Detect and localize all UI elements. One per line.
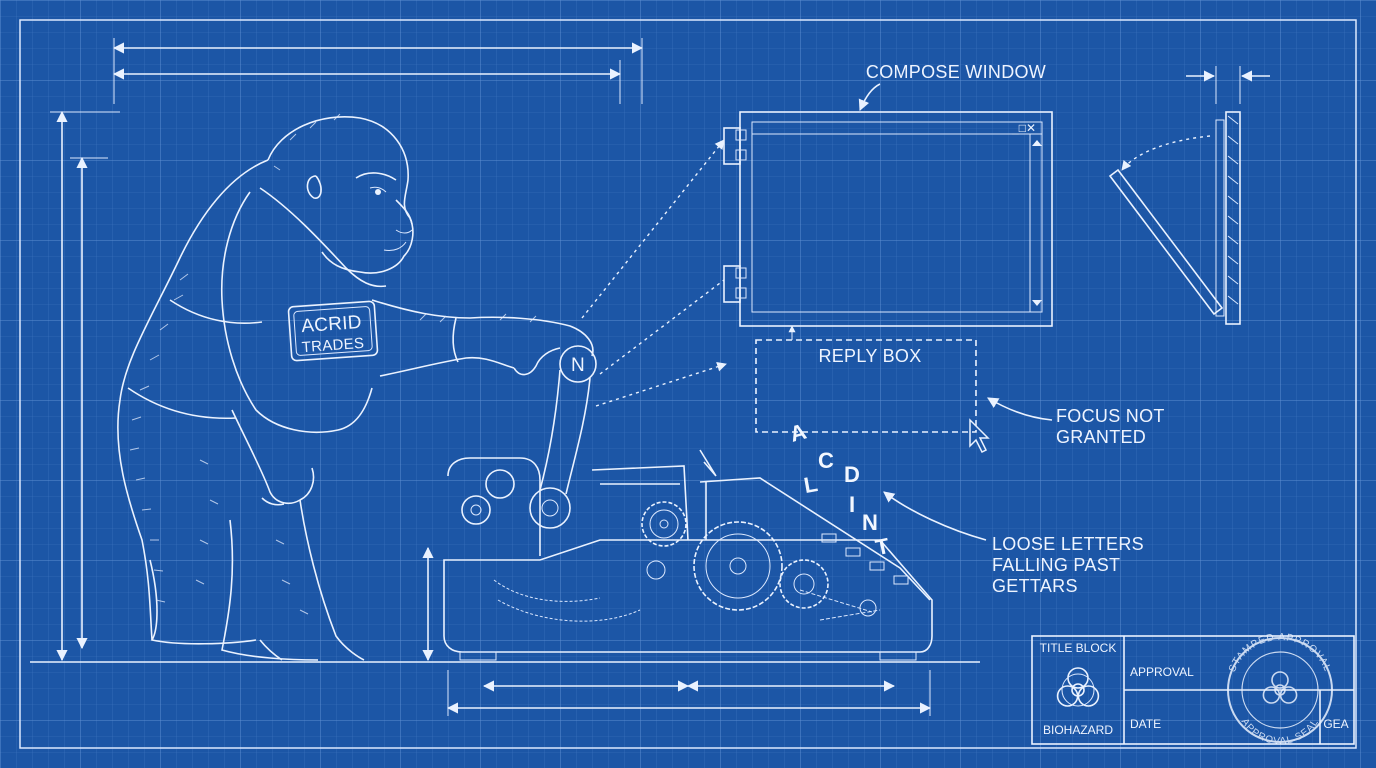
- reply-box: REPLY BOX FOCUS NOT GRANTED: [755, 325, 1165, 454]
- biohazard-label: BIOHAZARD: [1043, 723, 1113, 737]
- typewriter-illustration: N: [443, 345, 933, 661]
- corner-code: GEA: [1323, 717, 1348, 731]
- dotted-guides: [581, 139, 727, 407]
- gorilla-illustration: ACRID TRADES: [117, 113, 594, 661]
- loose-callout-line-3: GETTARS: [992, 576, 1078, 596]
- title-block-label: TITLE BLOCK: [1040, 641, 1117, 655]
- falling-letter: C: [818, 448, 834, 473]
- left-dimension-lines: [30, 110, 980, 663]
- falling-letter: N: [862, 510, 878, 535]
- sheet-border: [19, 19, 1357, 749]
- side-view-detail: [1108, 66, 1270, 325]
- key-cap-letter: N: [571, 355, 585, 376]
- compose-window: _□✕ COMPOSE WINDOW: [723, 62, 1053, 327]
- badge-line-1: ACRID: [301, 312, 363, 337]
- falling-letter: L: [802, 471, 820, 498]
- mouse-pointer-icon: [969, 418, 990, 454]
- loose-letters-callout: LOOSE LETTERS FALLING PAST GETTARS: [883, 491, 1144, 596]
- falling-letter: D: [844, 462, 860, 487]
- focus-callout-line-1: FOCUS NOT: [1056, 406, 1165, 426]
- top-dimension-lines: [112, 38, 644, 104]
- compose-window-label: COMPOSE WINDOW: [866, 62, 1046, 82]
- falling-letter: A: [787, 419, 809, 447]
- falling-letter: T: [873, 533, 892, 560]
- acrid-trades-badge: [287, 300, 379, 362]
- window-controls: _□✕: [1011, 121, 1036, 135]
- approval-label: APPROVAL: [1130, 665, 1194, 679]
- key-cap: [559, 345, 597, 383]
- typewriter-dimensions: [422, 546, 932, 716]
- badge-line-2: TRADES: [301, 335, 365, 356]
- focus-callout-line-2: GRANTED: [1056, 427, 1146, 447]
- loose-callout-line-2: FALLING PAST: [992, 555, 1120, 575]
- reply-box-label: REPLY BOX: [818, 346, 921, 366]
- falling-letter: I: [849, 492, 855, 517]
- loose-callout-line-1: LOOSE LETTERS: [992, 534, 1144, 554]
- stamp-biohazard-icon: [1262, 671, 1298, 704]
- date-label: DATE: [1130, 717, 1161, 731]
- biohazard-icon: [1056, 667, 1100, 707]
